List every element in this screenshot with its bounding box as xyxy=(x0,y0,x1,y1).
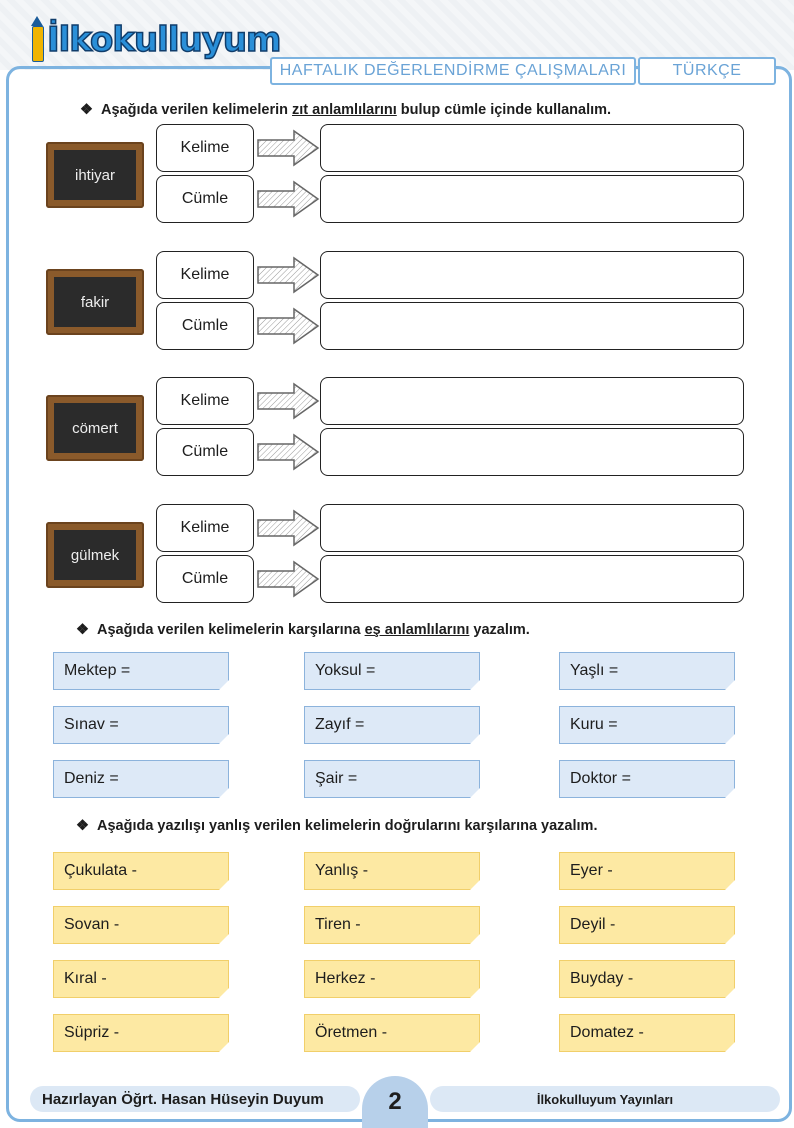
spelling-card[interactable]: Deyil - xyxy=(559,906,735,944)
sentence-answer-field[interactable] xyxy=(320,175,744,223)
synonym-card[interactable]: Doktor = xyxy=(559,760,735,798)
spelling-card[interactable]: Çukulata - xyxy=(53,852,229,890)
synonym-card[interactable]: Mektep = xyxy=(53,652,229,690)
logo-text: İlkokulluyum xyxy=(46,19,282,61)
chalkboard: fakir xyxy=(46,269,144,335)
sentence-answer-field[interactable] xyxy=(320,555,744,603)
synonym-card[interactable]: Yaşlı = xyxy=(559,652,735,690)
sentence-answer-field[interactable] xyxy=(320,428,744,476)
sentence-answer-field[interactable] xyxy=(320,302,744,350)
spelling-card[interactable]: Yanlış - xyxy=(304,852,480,890)
worksheet-title: HAFTALIK DEĞERLENDİRME ÇALIŞMALARI xyxy=(270,57,636,85)
spelling-card[interactable]: Eyer - xyxy=(559,852,735,890)
spelling-card[interactable]: Öretmen - xyxy=(304,1014,480,1052)
arrow-icon xyxy=(256,381,320,421)
arrow-icon xyxy=(256,179,320,219)
arrow-icon xyxy=(256,306,320,346)
subject-tag: TÜRKÇE xyxy=(638,57,776,85)
diamond-bullet-icon: ❖ xyxy=(76,622,89,638)
word-answer-field[interactable] xyxy=(320,124,744,172)
page-number: 2 xyxy=(362,1076,428,1128)
word-label: Kelime xyxy=(156,377,254,425)
arrow-icon xyxy=(256,128,320,168)
spelling-card[interactable]: Domatez - xyxy=(559,1014,735,1052)
word-label: Kelime xyxy=(156,504,254,552)
word-label: Kelime xyxy=(156,251,254,299)
sentence-label: Cümle xyxy=(156,175,254,223)
spelling-card[interactable]: Buyday - xyxy=(559,960,735,998)
sentence-label: Cümle xyxy=(156,302,254,350)
chalkboard: ihtiyar xyxy=(46,142,144,208)
synonym-card[interactable]: Yoksul = xyxy=(304,652,480,690)
section2-instruction: ❖Aşağıda verilen kelimelerin karşılarına… xyxy=(76,622,530,638)
logo: İlkokulluyum xyxy=(30,6,282,62)
chalkboard-word: fakir xyxy=(54,277,136,327)
diamond-bullet-icon: ❖ xyxy=(76,818,89,834)
diamond-bullet-icon: ❖ xyxy=(80,102,93,118)
synonym-card[interactable]: Deniz = xyxy=(53,760,229,798)
word-answer-field[interactable] xyxy=(320,377,744,425)
publisher-name: İlkokulluyum Yayınları xyxy=(430,1086,780,1112)
chalkboard-word: ihtiyar xyxy=(54,150,136,200)
arrow-icon xyxy=(256,559,320,599)
chalkboard-word: gülmek xyxy=(54,530,136,580)
spelling-card[interactable]: Sovan - xyxy=(53,906,229,944)
spelling-card[interactable]: Herkez - xyxy=(304,960,480,998)
chalkboard: gülmek xyxy=(46,522,144,588)
section3-instruction: ❖Aşağıda yazılışı yanlış verilen kelimel… xyxy=(76,818,598,834)
section1-instruction: ❖Aşağıda verilen kelimelerin zıt anlamlı… xyxy=(80,102,612,118)
spelling-card[interactable]: Kıral - xyxy=(53,960,229,998)
chalkboard: cömert xyxy=(46,395,144,461)
spelling-card[interactable]: Süpriz - xyxy=(53,1014,229,1052)
word-label: Kelime xyxy=(156,124,254,172)
word-answer-field[interactable] xyxy=(320,504,744,552)
sentence-label: Cümle xyxy=(156,428,254,476)
arrow-icon xyxy=(256,508,320,548)
arrow-icon xyxy=(256,255,320,295)
synonym-card[interactable]: Zayıf = xyxy=(304,706,480,744)
author-credit: Hazırlayan Öğrt. Hasan Hüseyin Duyum xyxy=(30,1086,360,1112)
pencil-icon xyxy=(30,16,44,62)
sentence-label: Cümle xyxy=(156,555,254,603)
synonym-card[interactable]: Şair = xyxy=(304,760,480,798)
word-answer-field[interactable] xyxy=(320,251,744,299)
synonym-card[interactable]: Kuru = xyxy=(559,706,735,744)
synonym-card[interactable]: Sınav = xyxy=(53,706,229,744)
chalkboard-word: cömert xyxy=(54,403,136,453)
spelling-card[interactable]: Tiren - xyxy=(304,906,480,944)
arrow-icon xyxy=(256,432,320,472)
